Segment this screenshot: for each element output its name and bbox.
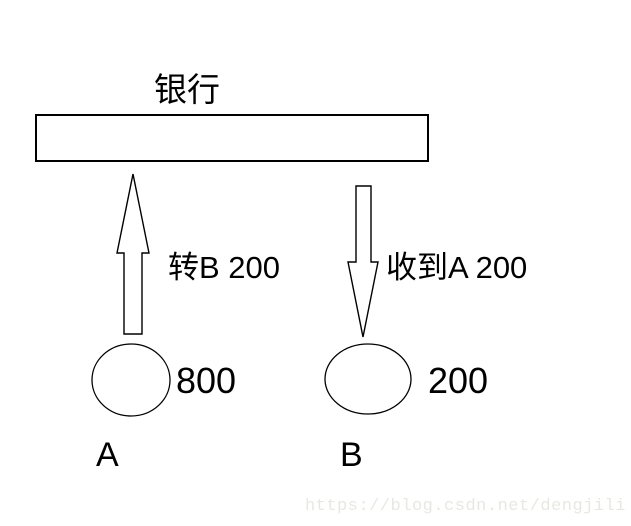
bank-box xyxy=(35,114,429,162)
account-b-balance: 200 xyxy=(428,360,489,401)
up-arrow-icon xyxy=(116,173,150,335)
account-a-circle xyxy=(91,343,171,417)
bank-title: 银行 xyxy=(154,71,220,108)
account-b-circle xyxy=(324,343,412,415)
account-a-balance: 800 xyxy=(176,360,237,401)
blog-watermark: https://blog.csdn.net/dengjili xyxy=(304,497,626,516)
account-a-name: A xyxy=(96,436,119,474)
account-b-name: B xyxy=(340,436,363,474)
down-arrow-icon xyxy=(347,185,379,338)
received-from-a-label: 收到A 200 xyxy=(386,250,528,285)
transfer-to-b-label: 转B 200 xyxy=(168,250,281,285)
